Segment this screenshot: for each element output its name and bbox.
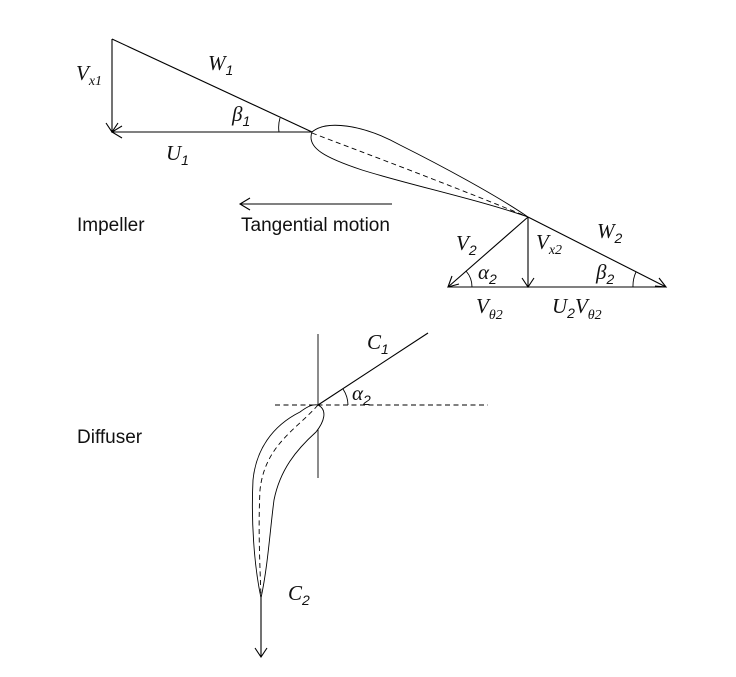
c2-label: C2 — [288, 581, 310, 608]
impeller-camber-line — [311, 132, 529, 218]
w2-label: W2 — [597, 219, 623, 246]
v2-label: V2 — [456, 231, 477, 258]
w1-vector — [111, 38, 313, 133]
diffuser-label: Diffuser — [77, 427, 143, 448]
w1-label: W1 — [208, 51, 233, 78]
diffuser-group — [251, 332, 488, 658]
c2-arrowhead — [254, 647, 268, 658]
vx2-label: Vx2 — [536, 230, 562, 258]
alpha2-arc — [465, 270, 473, 288]
v2-vector — [447, 216, 529, 288]
vx1-label: Vx1 — [76, 61, 102, 89]
inlet-triangle — [105, 38, 313, 139]
diffuser-alpha2-label: α2 — [352, 381, 371, 408]
tangential-motion-label: Tangential motion — [241, 215, 390, 236]
u1-arrowhead — [110, 125, 123, 139]
diffuser-blade-outline — [251, 404, 325, 599]
w2-vector — [527, 216, 667, 288]
beta1-arc — [278, 117, 281, 133]
impeller-label: Impeller — [77, 215, 145, 236]
u1-label: U1 — [166, 141, 189, 168]
impeller-blade — [310, 124, 529, 218]
tangential-motion-arrow — [238, 197, 392, 211]
impeller-blade-outline — [310, 124, 529, 218]
c1-label: C1 — [367, 330, 389, 357]
diffuser-camber-line — [258, 404, 319, 599]
beta1-label: β1 — [231, 102, 250, 129]
u2-vtheta2-label: U2Vθ2 — [552, 294, 602, 323]
beta2-label: β2 — [595, 260, 614, 287]
c1-direction-line — [317, 332, 429, 406]
alpha2-label: α2 — [478, 260, 497, 287]
outlet-triangle — [447, 216, 668, 288]
beta2-arc — [632, 271, 637, 288]
vtheta2-label: Vθ2 — [476, 294, 503, 323]
tangential-arrowhead — [238, 197, 251, 211]
diffuser-alpha2-arc — [342, 388, 349, 406]
